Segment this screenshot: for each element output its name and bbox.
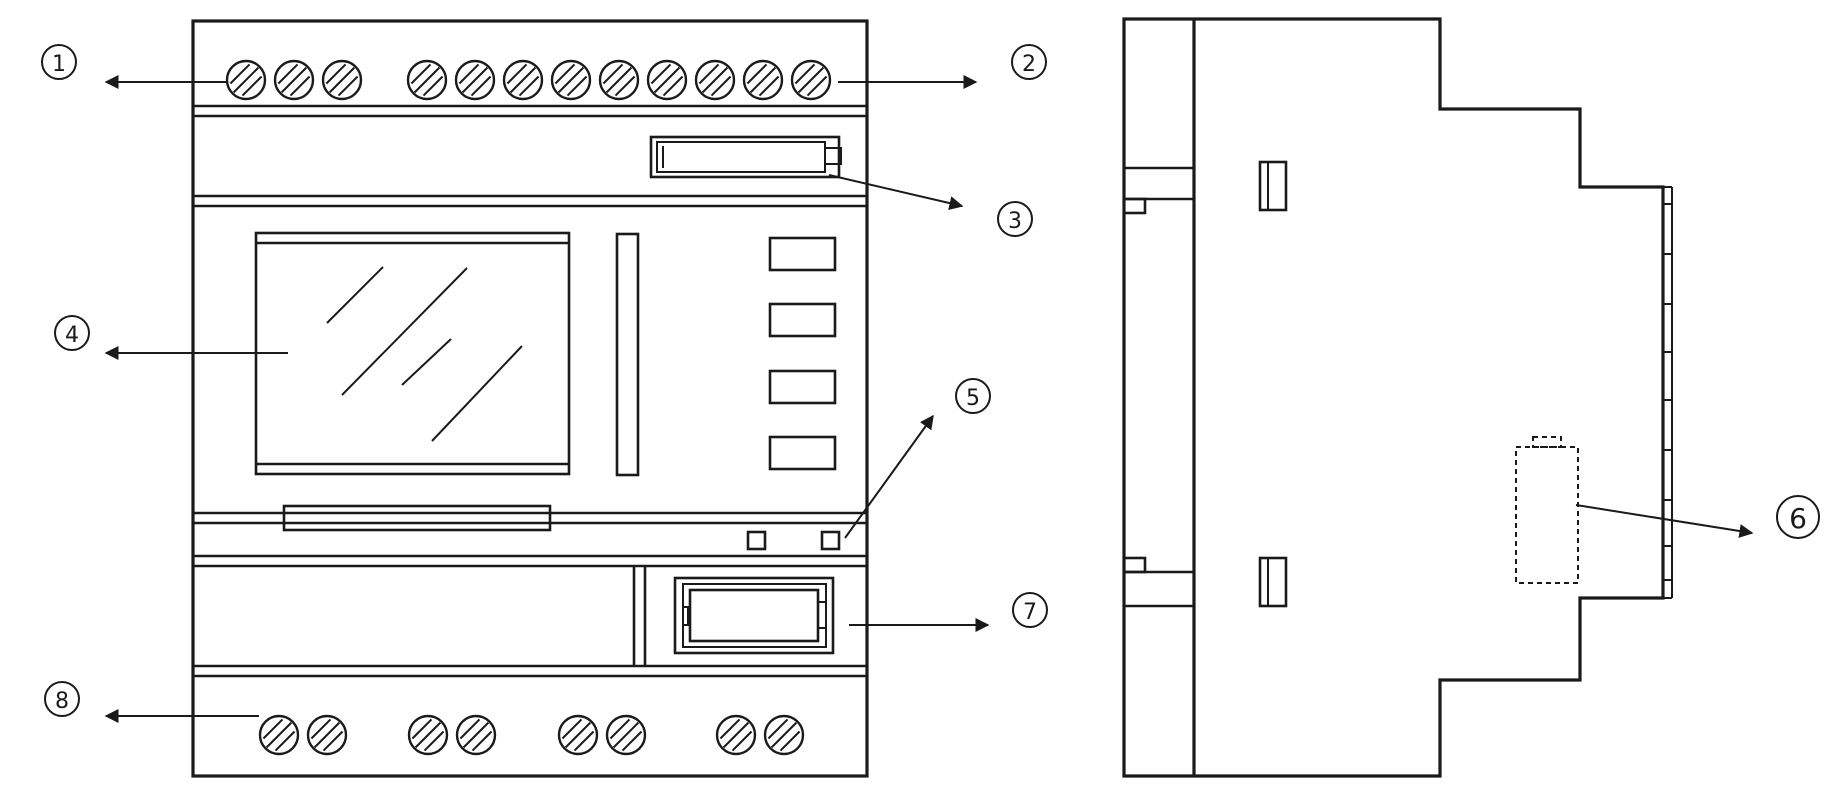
callout-7-text: 7 (1023, 600, 1037, 625)
terminal-screw-icon (258, 714, 300, 756)
memory-cartridge (673, 576, 835, 655)
expansion-slot (649, 135, 842, 179)
terminal-screw-icon (455, 714, 497, 756)
terminal-screw-icon (550, 59, 592, 101)
bottom-din-clip-tab (1122, 556, 1147, 574)
lower-mounting-slot (1258, 556, 1288, 608)
terminal-screw-icon (406, 59, 448, 101)
upper-mounting-slot (1258, 160, 1288, 212)
horizontal-label-bar (282, 504, 552, 532)
bottom-terminal-block (258, 714, 805, 756)
terminal-screw-icon (598, 59, 640, 101)
vertical-label-slot (615, 232, 640, 477)
callout-3-text: 3 (1008, 209, 1022, 234)
callout-6-text: 6 (1789, 502, 1807, 535)
terminal-screw-icon (407, 714, 449, 756)
leader-arrows (104, 75, 1754, 723)
top-din-clip-tab (1122, 197, 1147, 215)
terminal-screw-icon (306, 714, 348, 756)
terminal-screw-icon (557, 714, 599, 756)
callout-5: 5 (955, 378, 991, 414)
terminal-screw-icon (225, 59, 267, 101)
arrow-callout-3 (828, 174, 964, 210)
arrow-callout-5 (844, 414, 934, 539)
terminal-screw-icon (694, 59, 736, 101)
front-housing (191, 19, 869, 778)
keypad-button-4 (768, 435, 837, 471)
callout-labels: 1 2 3 4 5 6 7 8 (41, 44, 1820, 717)
callout-2-text: 2 (1022, 52, 1036, 77)
terminal-screw-icon (790, 59, 832, 101)
side-profile-outline (1122, 17, 1665, 778)
side-view (1122, 17, 1673, 778)
status-led-2 (820, 530, 841, 551)
callout-1-text: 1 (52, 52, 66, 77)
callout-2: 2 (1011, 44, 1047, 80)
callout-4-text: 4 (65, 323, 79, 348)
callout-3: 3 (997, 201, 1033, 237)
callout-1: 1 (41, 44, 77, 80)
terminal-screw-icon (763, 714, 805, 756)
status-led-1 (746, 530, 767, 551)
rear-ribs (1663, 186, 1673, 599)
terminal-screw-icon (502, 59, 544, 101)
callout-8-text: 8 (55, 689, 69, 714)
terminal-screw-icon (273, 59, 315, 101)
top-terminal-block (225, 59, 832, 101)
arrow-callout-6 (1575, 504, 1754, 538)
keypad-button-3 (768, 369, 837, 405)
terminal-screw-icon (646, 59, 688, 101)
terminal-screw-icon (742, 59, 784, 101)
front-view (191, 19, 869, 778)
hidden-expansion-port (1515, 436, 1579, 584)
callout-5-text: 5 (966, 386, 980, 411)
keypad-button-2 (768, 302, 837, 338)
callout-4: 4 (54, 315, 90, 351)
lcd-display (254, 231, 571, 476)
callout-7: 7 (1012, 592, 1048, 628)
terminal-screw-icon (605, 714, 647, 756)
callout-6: 6 (1776, 495, 1820, 539)
terminal-screw-icon (715, 714, 757, 756)
terminal-screw-icon (454, 59, 496, 101)
callout-8: 8 (44, 681, 80, 717)
terminal-screw-icon (321, 59, 363, 101)
keypad-button-1 (768, 236, 837, 272)
